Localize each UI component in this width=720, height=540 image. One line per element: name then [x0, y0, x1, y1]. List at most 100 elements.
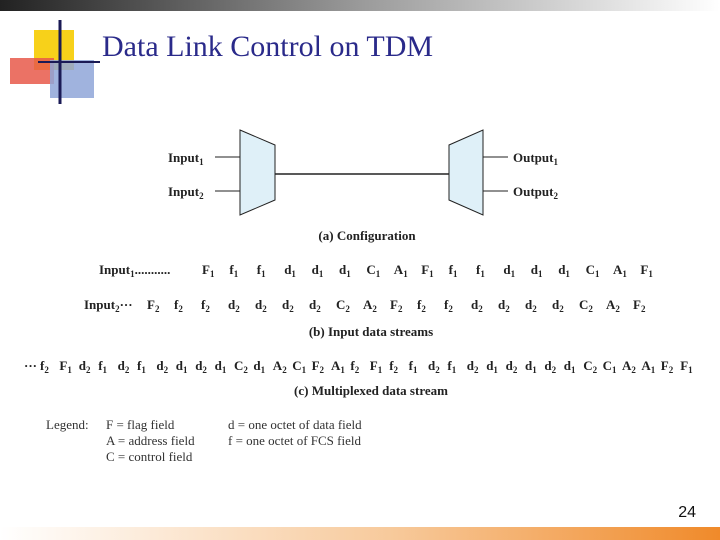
- input2-symbol-12: d2: [471, 297, 483, 314]
- input1-symbol-3: d1: [284, 262, 296, 279]
- mux-symbol-1: F1: [59, 358, 72, 375]
- mux-symbol-18: f2: [389, 358, 398, 375]
- input1-symbol-14: C1: [586, 262, 600, 279]
- input2-symbol-11: f2: [444, 297, 453, 314]
- page-number: 24: [678, 504, 696, 521]
- mux-symbol-3: f1: [98, 358, 107, 375]
- input1-symbol-13: d1: [558, 262, 570, 279]
- configuration-diagram: Input1 Input2 Output1 Output2 (a) Config…: [168, 129, 558, 243]
- multiplexed-stream-row: f2 F1 d2 f1 d2 f1 d2 d1 d2 d1 C2 d1 A2 C1 F2 A1 f2 F1 f2 f1…: [40, 358, 693, 375]
- mux-symbol-16: f2: [350, 358, 359, 375]
- input1-symbol-4: d1: [312, 262, 324, 279]
- input2-symbol-1: f2: [174, 297, 183, 314]
- mux-symbol-0: f2: [40, 358, 49, 375]
- mux-symbol-25: d1: [525, 358, 537, 375]
- input2-stream-label: Input2···: [84, 297, 133, 314]
- mux-symbol-32: F2: [661, 358, 674, 375]
- input1-symbol-8: F1: [421, 262, 434, 279]
- input-streams: Input1........... F1 f1 f1 d1 d1 d1 C1 A1 F1 f1 f1…: [84, 262, 653, 339]
- legend-heading: Legend:: [46, 417, 89, 432]
- mux-symbol-5: f1: [137, 358, 146, 375]
- legend-address: A = address field: [106, 433, 195, 448]
- corner-decoration: [10, 20, 100, 104]
- legend-control: C = control field: [106, 449, 193, 464]
- mux-symbol-8: d2: [195, 358, 207, 375]
- mux-symbol-17: F1: [370, 358, 383, 375]
- multiplexed-dots: ···: [24, 358, 37, 373]
- mux-symbol-23: d1: [486, 358, 498, 375]
- input1-symbol-7: A1: [394, 262, 408, 279]
- input2-symbol-4: d2: [255, 297, 267, 314]
- input2-symbol-14: d2: [525, 297, 537, 314]
- bottom-accent-bar: [0, 527, 720, 540]
- demultiplexer: [448, 129, 484, 216]
- input1-symbol-12: d1: [531, 262, 543, 279]
- mux-symbol-28: C2: [583, 358, 597, 375]
- input2-symbol-10: f2: [417, 297, 426, 314]
- input2-symbol-13: d2: [498, 297, 510, 314]
- legend-fcs-octet: f = one octet of FCS field: [228, 433, 361, 448]
- legend-flag: F = flag field: [106, 417, 175, 432]
- mux-symbol-31: A1: [641, 358, 655, 375]
- mux-symbol-30: A2: [622, 358, 636, 375]
- mux-symbol-19: f1: [409, 358, 418, 375]
- multiplexed-caption: (c) Multiplexed data stream: [294, 383, 448, 398]
- legend: Legend: F = flag field d = one octet of …: [46, 417, 362, 464]
- input2-symbol-2: f2: [201, 297, 210, 314]
- input2-symbol-6: d2: [309, 297, 321, 314]
- input2-label: Input2: [168, 184, 204, 201]
- mux-symbol-13: C1: [292, 358, 306, 375]
- input2-symbol-0: F2: [147, 297, 160, 314]
- input1-symbol-2: f1: [257, 262, 266, 279]
- mux-symbol-9: d1: [215, 358, 227, 375]
- multiplexed-stream: ··· f2 F1 d2 f1 d2 f1 d2 d1 d2 d1 C2 d1 A2 C1 F2 A1 f2 F1…: [24, 358, 693, 398]
- input1-symbol-6: C1: [366, 262, 380, 279]
- mux-symbol-21: f1: [447, 358, 456, 375]
- mux-symbol-26: d2: [544, 358, 556, 375]
- input2-symbol-7: C2: [336, 297, 350, 314]
- input1-symbol-10: f1: [476, 262, 485, 279]
- input1-symbol-16: F1: [640, 262, 653, 279]
- input2-symbol-8: A2: [363, 297, 377, 314]
- input1-stream-label: Input1...........: [99, 262, 170, 279]
- output2-label: Output2: [513, 184, 558, 201]
- output1-label: Output1: [513, 150, 558, 167]
- mux-symbol-15: A1: [331, 358, 345, 375]
- mux-symbol-20: d2: [428, 358, 440, 375]
- mux-symbol-29: C1: [603, 358, 617, 375]
- input2-symbol-9: F2: [390, 297, 403, 314]
- input1-label: Input1: [168, 150, 204, 167]
- mux-symbol-12: A2: [273, 358, 287, 375]
- input2-symbol-5: d2: [282, 297, 294, 314]
- multiplexer: [239, 129, 276, 216]
- input1-symbol-11: d1: [503, 262, 515, 279]
- mux-symbol-7: d1: [176, 358, 188, 375]
- mux-symbol-2: d2: [79, 358, 91, 375]
- mux-symbol-22: d2: [467, 358, 479, 375]
- input1-symbol-15: A1: [613, 262, 627, 279]
- input-streams-caption: (b) Input data streams: [309, 324, 433, 339]
- input2-symbol-16: C2: [579, 297, 593, 314]
- configuration-caption: (a) Configuration: [318, 228, 416, 243]
- input2-symbol-18: F2: [633, 297, 646, 314]
- mux-symbol-10: C2: [234, 358, 248, 375]
- input2-symbol-15: d2: [552, 297, 564, 314]
- input2-symbol-17: A2: [606, 297, 620, 314]
- mux-symbol-33: F1: [680, 358, 693, 375]
- input1-symbol-5: d1: [339, 262, 351, 279]
- input1-symbol-1: f1: [229, 262, 238, 279]
- mux-symbol-4: d2: [118, 358, 130, 375]
- blue-square: [50, 60, 94, 98]
- mux-symbol-14: F2: [312, 358, 325, 375]
- mux-symbol-11: d1: [253, 358, 265, 375]
- top-accent-bar: [0, 0, 720, 11]
- mux-symbol-24: d2: [506, 358, 518, 375]
- slide-title: Data Link Control on TDM: [102, 30, 434, 63]
- input1-symbol-9: f1: [449, 262, 458, 279]
- legend-data-octet: d = one octet of data field: [228, 417, 362, 432]
- mux-symbol-27: d1: [564, 358, 576, 375]
- mux-symbol-6: d2: [156, 358, 168, 375]
